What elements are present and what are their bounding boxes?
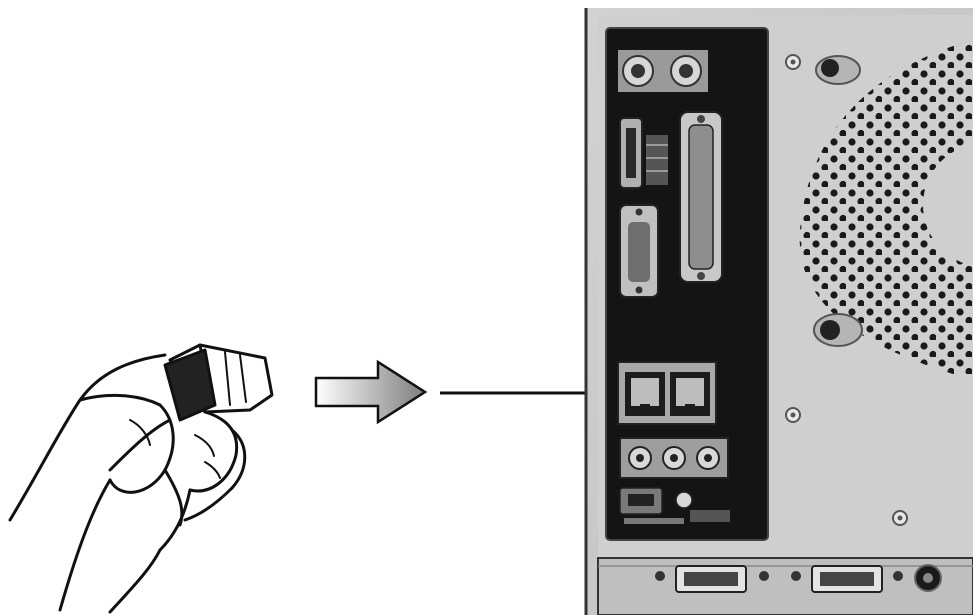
parallel-port [680,112,722,282]
expansion-slots [598,558,973,615]
computer-rear-panel [586,8,973,615]
vga-port [620,205,658,297]
network-ports [618,362,716,424]
hand-with-cable [10,345,272,612]
direction-arrow [316,362,425,422]
ps2-ports [618,50,708,92]
audio-jacks [620,438,728,478]
